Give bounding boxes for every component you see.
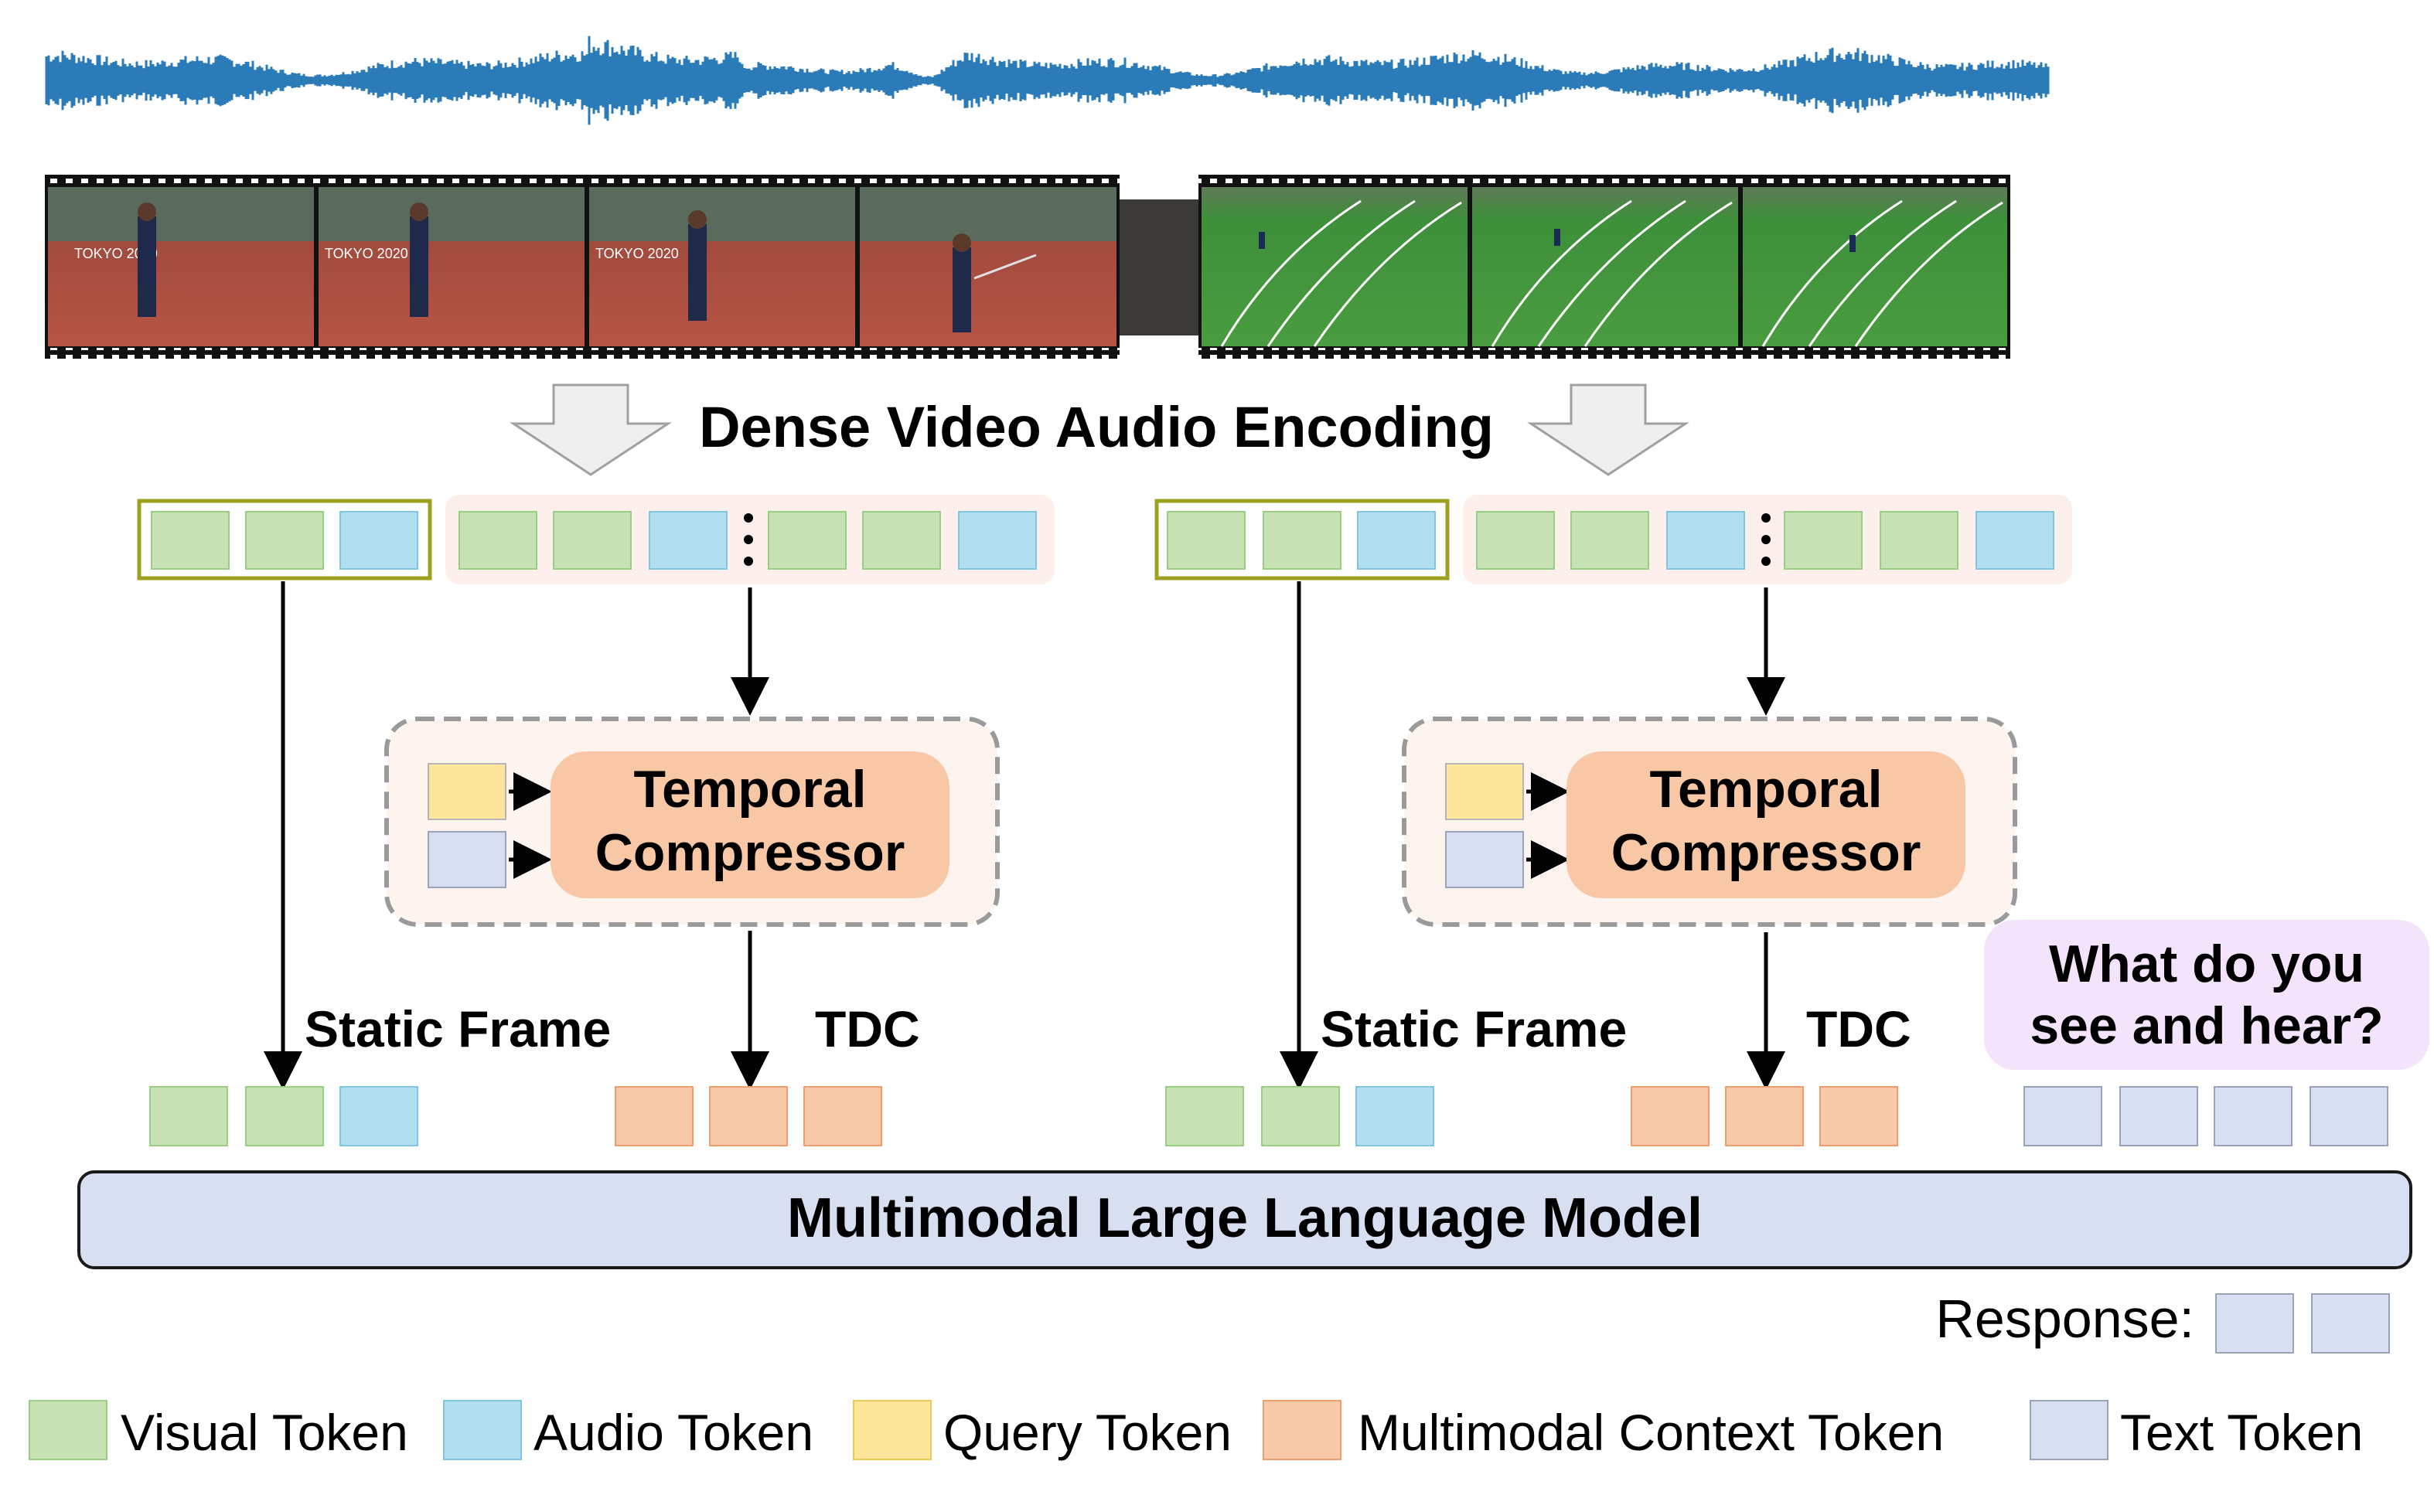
legend: Visual Token Audio Token Query Token Mul… <box>29 1400 2363 1461</box>
legend-swatch-multimodal-context <box>1263 1400 1341 1460</box>
visual-token <box>149 1086 228 1146</box>
video-frame <box>860 187 1116 346</box>
visual-token <box>768 511 847 570</box>
question-line2: see and hear? <box>2030 996 2383 1055</box>
compressor-label-line1: Temporal <box>633 760 866 819</box>
audio-token <box>1357 511 1436 570</box>
audio-token <box>339 1086 418 1146</box>
legend-swatch-query <box>853 1400 932 1460</box>
compressor-label-line2: Compressor <box>1611 823 1921 882</box>
query-token <box>1445 763 1524 820</box>
multimodal-context-token <box>1631 1086 1710 1146</box>
audio-token <box>339 511 418 570</box>
text-token <box>2023 1086 2102 1146</box>
legend-label-text: Text Token <box>2120 1404 2363 1461</box>
multimodal-context-token <box>803 1086 882 1146</box>
llm-block <box>77 1170 2412 1269</box>
visual-token <box>1165 1086 1244 1146</box>
audio-waveform <box>45 36 2050 125</box>
audio-token <box>1355 1086 1434 1146</box>
audio-token <box>1975 511 2054 570</box>
legend-swatch-visual <box>29 1400 107 1460</box>
compressor-label-line2: Compressor <box>595 823 905 882</box>
diagram-title: Dense Video Audio Encoding <box>699 395 1494 459</box>
film-strip-right <box>1198 175 2010 359</box>
visual-token <box>459 511 537 570</box>
frame-overlay-text: TOKYO 2020 <box>595 246 679 261</box>
audio-token <box>649 511 728 570</box>
legend-label-query: Query Token <box>943 1404 1232 1461</box>
temporal-compressor <box>551 751 949 898</box>
static-frame-group <box>137 499 432 581</box>
static-frame-label: Static Frame <box>1321 1000 1627 1057</box>
compressor-label-line1: Temporal <box>1649 760 1882 819</box>
response-token <box>2215 1293 2294 1354</box>
visual-token <box>862 511 941 570</box>
response-token <box>2311 1293 2390 1354</box>
multimodal-context-token <box>615 1086 694 1146</box>
question-bubble <box>1984 920 2429 1070</box>
static-frame-group <box>1154 499 1450 581</box>
video-frame <box>1743 187 2007 347</box>
down-arrow-icon <box>1527 383 1689 476</box>
visual-token <box>1570 511 1649 570</box>
audio-token <box>958 511 1037 570</box>
visual-token <box>245 1086 324 1146</box>
visual-token <box>1167 511 1246 570</box>
llm-label: Multimodal Large Language Model <box>787 1187 1703 1249</box>
legend-label-visual: Visual Token <box>121 1404 408 1461</box>
scene-transition <box>1120 199 1198 335</box>
visual-token <box>553 511 632 570</box>
legend-label-multimodal-context: Multimodal Context Token <box>1358 1404 1944 1461</box>
text-token <box>2214 1086 2293 1146</box>
ellipsis-icon <box>744 513 753 566</box>
visual-token <box>1263 511 1341 570</box>
video-frame: TOKYO 2020 <box>48 187 314 346</box>
multimodal-context-token <box>709 1086 788 1146</box>
video-frame: TOKYO 2020 <box>589 187 855 346</box>
film-strip-left: TOKYO 2020 TOKYO 2020 TOKYO 2020 <box>45 175 1120 359</box>
question-line1: What do you <box>2049 935 2364 993</box>
ellipsis-icon <box>1761 513 1771 566</box>
legend-swatch-text <box>2030 1400 2108 1460</box>
video-frame: TOKYO 2020 <box>319 187 585 346</box>
text-token <box>2119 1086 2198 1146</box>
down-arrow-icon <box>510 383 672 476</box>
multimodal-context-token <box>1819 1086 1898 1146</box>
audio-token <box>1666 511 1745 570</box>
frame-overlay-text: TOKYO 2020 <box>74 246 158 261</box>
visual-token <box>1261 1086 1340 1146</box>
tdc-label: TDC <box>815 1000 920 1057</box>
text-token <box>428 831 506 888</box>
visual-token <box>1476 511 1555 570</box>
temporal-compressor <box>1566 751 1965 898</box>
legend-label-audio: Audio Token <box>534 1404 813 1461</box>
static-frame-label: Static Frame <box>305 1000 611 1057</box>
visual-token <box>1880 511 1958 570</box>
text-token <box>1445 831 1524 888</box>
response-label: Response: <box>1935 1289 2194 1349</box>
tdc-label: TDC <box>1806 1000 1911 1057</box>
query-token <box>428 763 506 820</box>
visual-token <box>1784 511 1863 570</box>
legend-swatch-audio <box>443 1400 522 1460</box>
multimodal-context-token <box>1725 1086 1804 1146</box>
visual-token <box>151 511 230 570</box>
text-token <box>2310 1086 2388 1146</box>
frame-overlay-text: TOKYO 2020 <box>325 246 408 261</box>
video-frame <box>1472 187 1738 347</box>
visual-token <box>245 511 324 570</box>
video-frame <box>1202 187 1468 347</box>
